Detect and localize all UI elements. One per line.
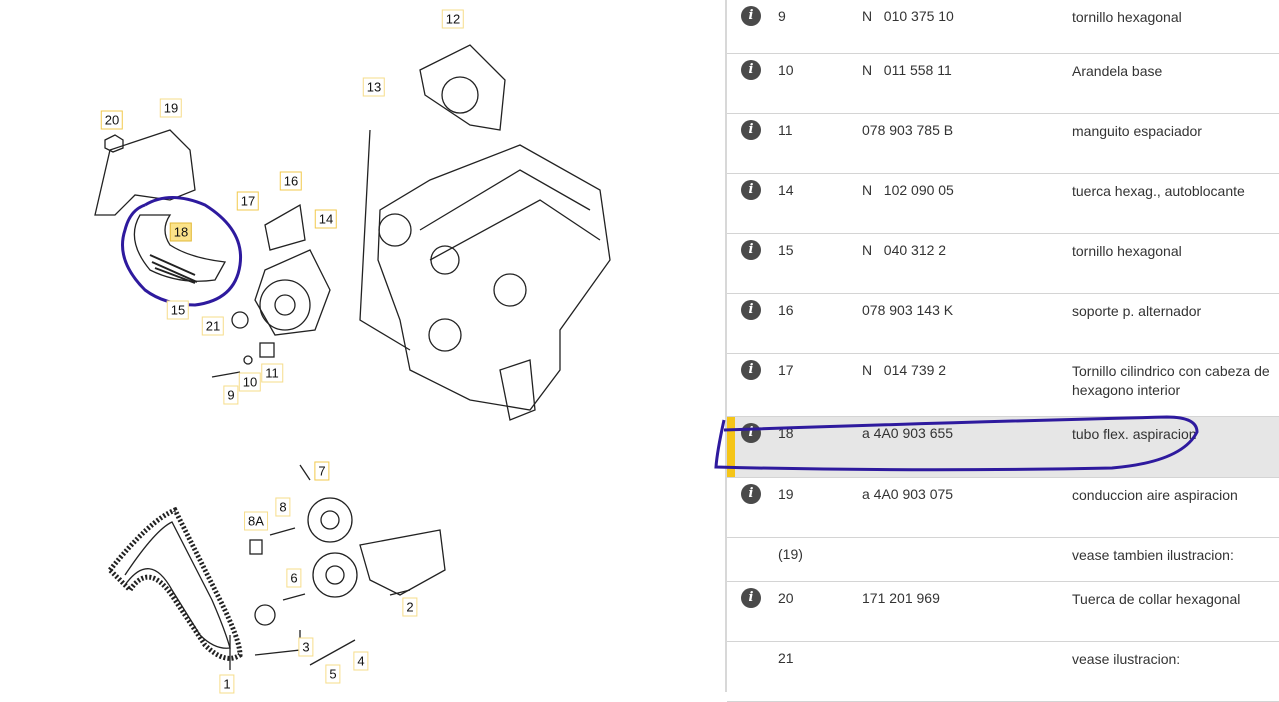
part-number: 078 903 785 B (862, 122, 954, 138)
info-icon[interactable]: i (741, 60, 761, 80)
part-description: vease tambien ilustracion: (1072, 547, 1234, 563)
callout-16[interactable]: 16 (279, 171, 303, 191)
part-description: Arandela base (1072, 63, 1163, 79)
callout-20[interactable]: 20 (100, 110, 124, 130)
table-row[interactable]: i 10 N 011 558 11 Arandela base (727, 54, 1279, 114)
part-number: N 011 558 11 (862, 62, 952, 78)
callout-14[interactable]: 14 (314, 209, 338, 229)
table-row[interactable]: i 19 a 4A0 903 075 conduccion aire aspiraci… (727, 478, 1279, 538)
callout-4[interactable]: 4 (353, 651, 369, 671)
callout-19[interactable]: 19 (159, 98, 183, 118)
part-description: tubo flex. aspiracion (1072, 426, 1197, 442)
callout-5[interactable]: 5 (325, 664, 341, 684)
part-description: tornillo hexagonal (1072, 243, 1182, 259)
item-number: 14 (778, 182, 794, 198)
part-description: Tuerca de collar hexagonal (1072, 591, 1241, 607)
part-number: N 010 375 10 (862, 8, 954, 24)
callout-8a[interactable]: 8A (244, 511, 268, 531)
part-number: 078 903 143 K (862, 302, 954, 318)
part-number: N 102 090 05 (862, 182, 954, 198)
part-description: tuerca hexag., autoblocante (1072, 183, 1245, 199)
table-row[interactable]: 21 vease ilustracion: (727, 642, 1279, 702)
item-number: 11 (778, 122, 793, 138)
item-number: 19 (778, 486, 794, 502)
part-number: 171 201 969 (862, 590, 940, 606)
item-number: (19) (778, 546, 803, 562)
table-row[interactable]: i 14 N 102 090 05 tuerca hexag., autoblocan… (727, 174, 1279, 234)
item-number: 20 (778, 590, 794, 606)
part-number: a 4A0 903 655 (862, 425, 954, 441)
item-number: 21 (778, 650, 794, 666)
hand-drawn-highlight-annotation (714, 415, 1199, 472)
callout-9[interactable]: 9 (223, 385, 239, 405)
item-number: 10 (778, 62, 794, 78)
part-number: a 4A0 903 075 (862, 486, 954, 502)
exploded-view-drawing (94, 44, 611, 670)
callout-1[interactable]: 1 (219, 674, 235, 694)
callout-2[interactable]: 2 (402, 597, 418, 617)
item-number: 16 (778, 302, 794, 318)
callout-10[interactable]: 10 (238, 372, 262, 392)
table-row[interactable]: i 20 171 201 969 Tuerca de collar hexagonal (727, 582, 1279, 642)
callout-17[interactable]: 17 (236, 191, 260, 211)
part-description: vease ilustracion: (1072, 651, 1181, 667)
part-description: manguito espaciador (1072, 123, 1202, 139)
callout-7[interactable]: 7 (314, 461, 330, 481)
callout-12[interactable]: 12 (441, 9, 465, 29)
parts-table: i 9 N 010 375 10 tornillo hexagonal i 10 N 011… (714, 0, 1279, 702)
item-number: 9 (778, 8, 786, 24)
info-icon[interactable]: i (741, 588, 761, 608)
callout-15[interactable]: 15 (166, 300, 190, 320)
info-icon[interactable]: i (741, 360, 761, 380)
part-description: Tornillo cilindrico con cabeza de hexago… (1072, 363, 1270, 398)
part-number: N 014 739 2 (862, 362, 947, 378)
info-icon[interactable]: i (741, 6, 761, 26)
info-icon[interactable]: i (741, 120, 761, 140)
table-row[interactable]: i 17 N 014 739 2 Tornillo cilindrico con ca… (727, 354, 1279, 417)
parts-diagram: 12 13 20 19 16 17 14 18 15 21 9 10 11 7 … (94, 9, 611, 694)
item-number: 15 (778, 242, 794, 258)
info-icon[interactable]: i (741, 484, 761, 504)
table-row[interactable]: i 9 N 010 375 10 tornillo hexagonal (727, 0, 1279, 54)
part-description: soporte p. alternador (1072, 303, 1202, 319)
callout-6[interactable]: 6 (286, 568, 302, 588)
callout-3[interactable]: 3 (298, 637, 314, 657)
part-description: tornillo hexagonal (1072, 9, 1182, 25)
callout-18-selected[interactable]: 18 (169, 222, 193, 242)
table-row[interactable]: (19) vease tambien ilustracion: (727, 538, 1279, 582)
table-row[interactable]: i 15 N 040 312 2 tornillo hexagonal (727, 234, 1279, 294)
table-row[interactable]: i 16 078 903 143 K soporte p. alternador (727, 294, 1279, 354)
item-number: 17 (778, 362, 794, 378)
callout-13[interactable]: 13 (362, 77, 386, 97)
callout-11[interactable]: 11 (261, 363, 283, 383)
part-description: conduccion aire aspiracion (1072, 487, 1238, 503)
part-number: N 040 312 2 (862, 242, 947, 258)
info-icon[interactable]: i (741, 240, 761, 260)
callout-21[interactable]: 21 (201, 316, 225, 336)
info-icon[interactable]: i (741, 300, 761, 320)
info-icon[interactable]: i (741, 180, 761, 200)
table-row[interactable]: i 11 078 903 785 B manguito espaciador (727, 114, 1279, 174)
callout-8[interactable]: 8 (275, 497, 291, 517)
